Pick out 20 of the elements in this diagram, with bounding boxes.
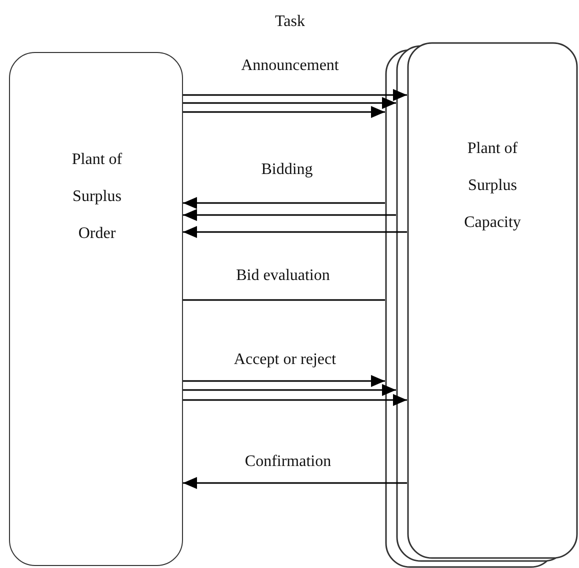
edge-label: Accept or reject [234, 350, 336, 370]
node-label: Plant of Surplus Capacity [463, 139, 522, 233]
stacked-document-shape [385, 42, 578, 568]
arrow [183, 89, 407, 101]
arrow [183, 97, 396, 109]
arrow [183, 197, 385, 209]
plant-box [9, 52, 183, 566]
edge-label: Confirmation [244, 452, 332, 472]
edge-label: Task Announcement [240, 12, 340, 76]
arrow [183, 209, 396, 221]
arrow [183, 106, 385, 118]
node-label: Plant of Surplus Order [70, 150, 124, 244]
arrow [183, 394, 407, 406]
connector-line [183, 299, 385, 301]
arrow [183, 375, 385, 387]
arrow [183, 226, 407, 238]
arrow [183, 477, 407, 489]
edge-label: Bid evaluation [236, 266, 330, 286]
arrow [183, 384, 396, 396]
edge-label: Bidding [261, 160, 313, 180]
